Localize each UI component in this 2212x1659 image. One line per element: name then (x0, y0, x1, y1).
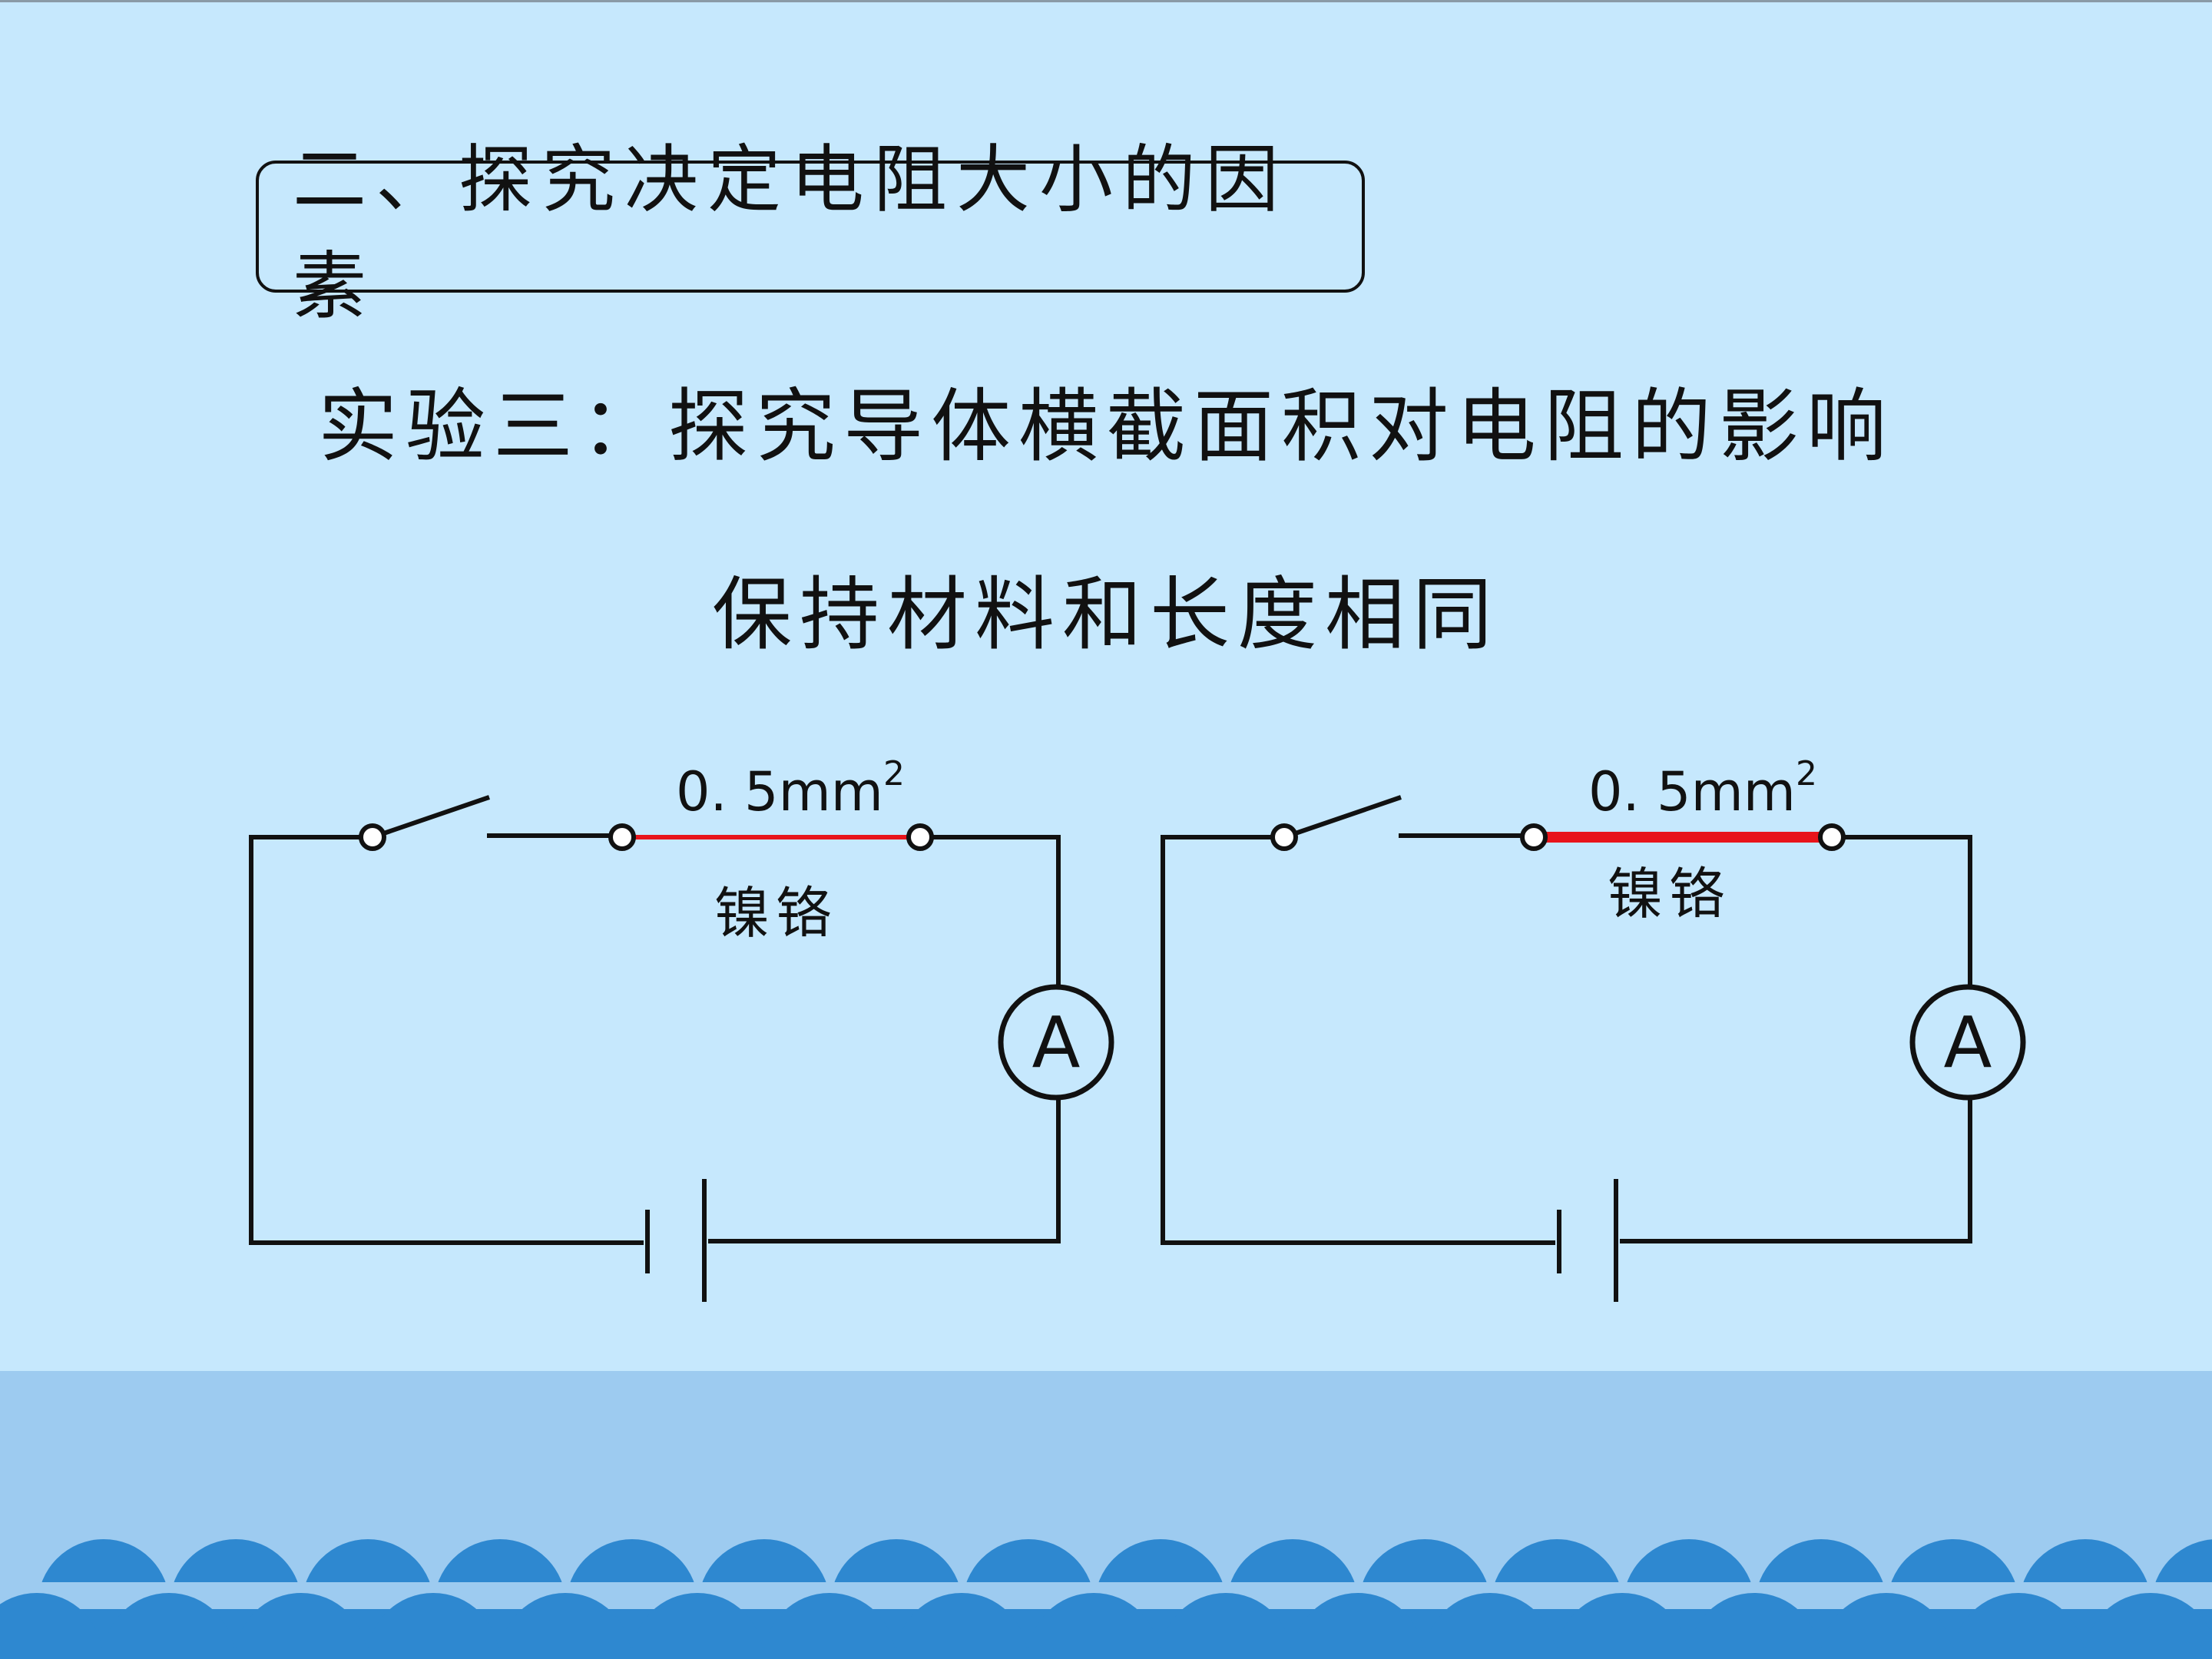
wave-row-bottom (0, 1582, 2212, 1659)
wire-terminal-right (906, 823, 934, 851)
wave-scallop (631, 1593, 763, 1659)
wire-terminal-left (1520, 823, 1548, 851)
switch-terminal (359, 823, 386, 851)
ammeter-circle (998, 984, 1114, 1101)
wave-scallop (1028, 1593, 1160, 1659)
wire-terminal-left (608, 823, 636, 851)
cross-section-label-2: 0. 5mm2 (1588, 754, 1817, 823)
wave-scallop (235, 1593, 367, 1659)
wire-right (1833, 835, 1972, 985)
wave-scallop (896, 1593, 1028, 1659)
wave-scallop (1292, 1593, 1424, 1659)
wave-scallop (2085, 1593, 2212, 1659)
wave-scallop (1820, 1593, 1952, 1659)
wave-scallop (0, 1593, 103, 1659)
switch-blade (1283, 795, 1402, 839)
wave-scallop (103, 1593, 235, 1659)
wave-scallop (1688, 1593, 1820, 1659)
wave-scallop (1160, 1593, 1292, 1659)
wire-terminal-right (1818, 823, 1846, 851)
wire-left (1161, 835, 1555, 1245)
wire-left (249, 835, 644, 1245)
wave-scallop (1952, 1593, 2085, 1659)
ammeter-label-2: A (1943, 1001, 1992, 1084)
wire-ammeter-bottom (1620, 1099, 1972, 1243)
material-label-2: 镍铬 (1608, 862, 1731, 926)
experiment-title: 实验三：探究导体横截面积对电阻的影响 (317, 379, 1894, 473)
wave-scallop (367, 1593, 499, 1659)
material-label-1: 镍铬 (714, 881, 838, 945)
top-border (0, 0, 2212, 2)
cross-section-label-1: 0. 5mm2 (676, 754, 905, 823)
wire-ammeter-bottom (708, 1099, 1061, 1243)
switch-blade (372, 795, 490, 839)
wave-scallop (763, 1593, 896, 1659)
ammeter-circle (1909, 984, 2026, 1101)
wire-right (922, 835, 1061, 985)
experiment-subtitle: 保持材料和长度相同 (711, 568, 1500, 661)
wave-footer (0, 1371, 2212, 1659)
wave-scallop (1424, 1593, 1556, 1659)
ammeter-label-1: A (1031, 1001, 1081, 1084)
switch-terminal (1270, 823, 1298, 851)
wave-scallop (499, 1593, 631, 1659)
wave-scallop (1556, 1593, 1688, 1659)
